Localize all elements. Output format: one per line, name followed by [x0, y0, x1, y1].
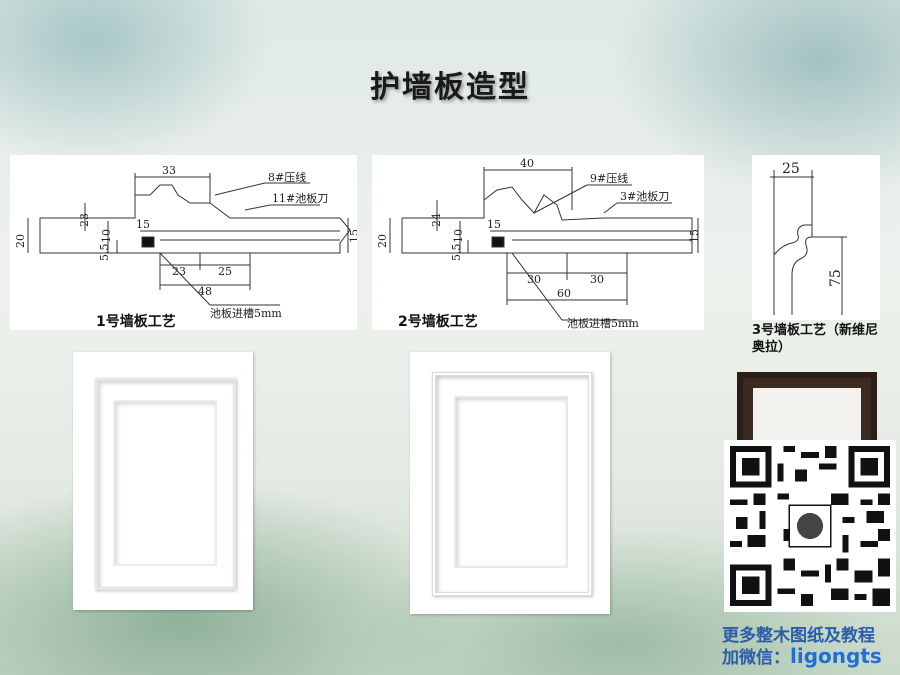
dim-label: 8#压线: [268, 170, 306, 184]
dim-label: 30: [590, 273, 604, 286]
diagram-1-label: 1号墙板工艺: [96, 314, 176, 330]
dim-label: 5.5: [450, 244, 463, 262]
dim-label: 15: [688, 229, 701, 243]
profile-diagram-2: 40 9#压线 3#池板刀 24 20 10 5.5 15 15 30 30 6…: [372, 155, 704, 330]
dim-label: 25: [218, 265, 232, 278]
promo-line-2: 加微信：ligongts: [722, 643, 882, 668]
dim-label: 25: [782, 161, 800, 177]
dim-label: 60: [557, 287, 571, 300]
promo-line-1: 更多整木图纸及教程: [722, 626, 875, 646]
door-panel-photo-2: [410, 352, 610, 614]
dim-label: 15: [136, 218, 150, 231]
page-title: 护墙板造型: [370, 70, 530, 105]
dim-label: 24: [430, 213, 443, 227]
profile-diagram-1: 33 8#压线 11#池板刀 23 20 10 5.5 15 15 23 25 …: [10, 155, 361, 330]
dim-label: 20: [14, 234, 27, 248]
dim-label: 75: [828, 269, 844, 287]
dim-label: 30: [527, 273, 541, 286]
diagram-2-label: 2号墙板工艺: [398, 314, 478, 330]
profile-diagram-3: 25 75: [752, 155, 880, 320]
dark-door-photo: [737, 372, 877, 447]
dim-label: 5.5: [98, 244, 111, 262]
profile-drawing-2: 40 9#压线 3#池板刀 24 20 10 5.5 15 15 30 30 6…: [376, 157, 701, 330]
dim-label: 池板进槽5mm: [567, 316, 639, 330]
dim-label: 23: [172, 265, 186, 278]
dim-label: 15: [348, 229, 357, 243]
qr-code-image: [724, 440, 896, 612]
dim-label: 15: [487, 218, 501, 231]
dim-label: 3#池板刀: [620, 189, 669, 203]
dim-label: 40: [520, 157, 534, 170]
profile-drawing-3: 25 75: [770, 161, 847, 315]
profile-drawing-1: 33 8#压线 11#池板刀 23 20 10 5.5 15 15 23 25 …: [14, 164, 361, 320]
wechat-id: ligongts: [790, 644, 882, 668]
dim-label: 33: [162, 164, 176, 177]
dim-label: 23: [78, 213, 91, 227]
dim-label: 10: [452, 229, 465, 243]
wechat-qr-code: [724, 440, 896, 612]
dim-label: 11#池板刀: [272, 191, 328, 205]
dim-label: 10: [100, 229, 113, 243]
promo-prefix: 加微信：: [722, 648, 790, 668]
diagram-3-label: 3号墙板工艺（新维尼奥拉）: [752, 323, 879, 355]
dim-label: 池板进槽5mm: [210, 306, 282, 320]
dim-label: 48: [198, 285, 212, 298]
door-panel-photo-1: [73, 352, 253, 610]
dim-label: 20: [376, 234, 389, 248]
dim-label: 9#压线: [590, 171, 628, 185]
